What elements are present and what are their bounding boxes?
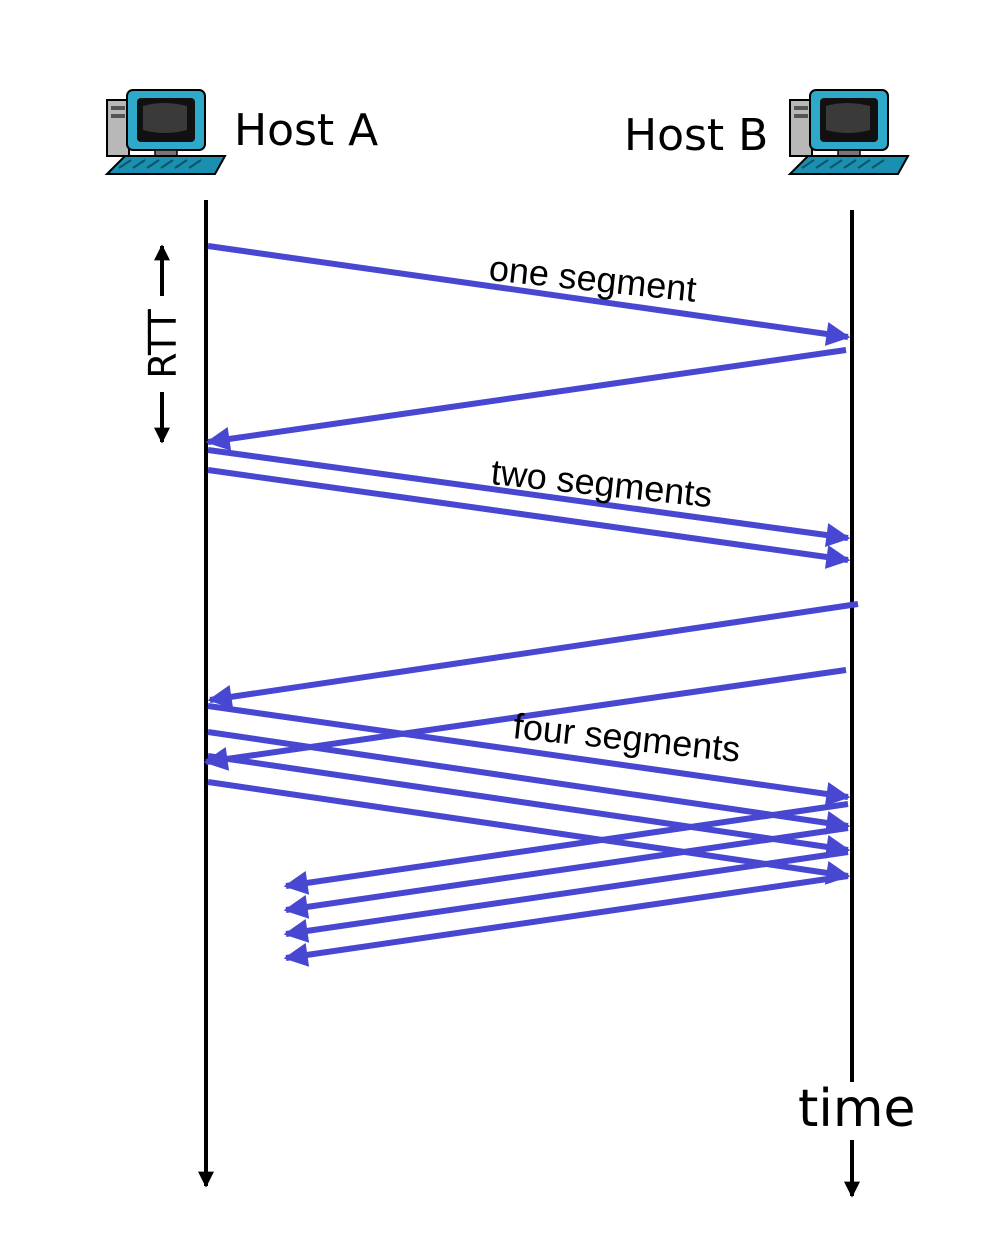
four-segments-label: four segments (511, 705, 742, 770)
segment-arrows (203, 243, 859, 967)
segment-arrow-3b (207, 729, 851, 835)
ack-arrow-3d (283, 873, 849, 967)
segment-arrow-2a (207, 447, 851, 547)
time-label: time (798, 1079, 915, 1139)
rtt-indicator: RTT (141, 244, 185, 444)
segment-arrow-3c (207, 753, 851, 859)
host-b-computer-icon (789, 89, 909, 175)
ack-arrow-3c (283, 849, 849, 943)
host-a-computer-icon (106, 89, 226, 175)
ack-arrow-1 (205, 347, 847, 451)
ack-arrow-3b (283, 825, 849, 919)
segment-arrow-3a (207, 703, 851, 806)
ack-arrow-2a (207, 601, 859, 709)
host-a-label: Host A (234, 105, 378, 156)
segment-arrow-3d (207, 779, 851, 885)
segment-arrow-1 (207, 243, 851, 346)
segment-arrow-2b (207, 467, 851, 569)
rtt-label: RTT (141, 309, 185, 379)
host-b-label: Host B (624, 110, 768, 161)
ack-arrow-3a (283, 801, 849, 895)
